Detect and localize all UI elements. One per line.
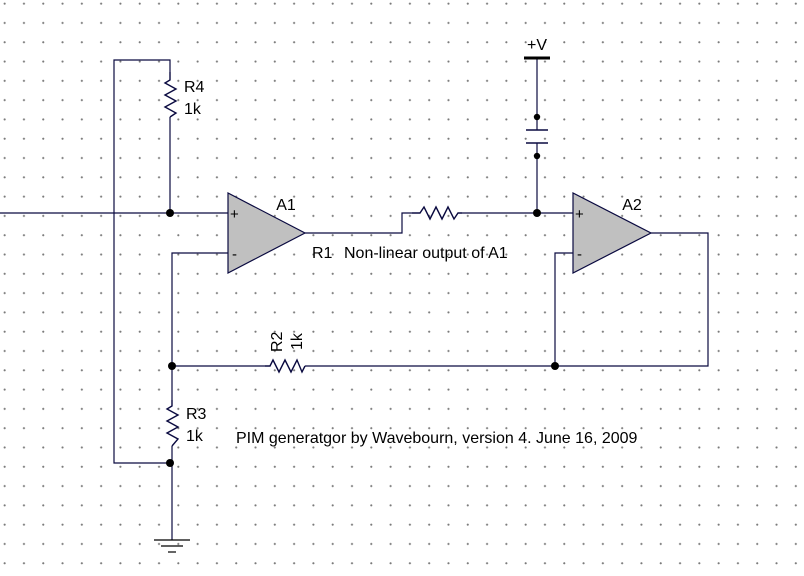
opamp-a1: [227, 192, 307, 274]
junction-feedback-right: [551, 362, 559, 370]
a1-minus-wire: [171, 252, 228, 366]
r4-value: 1k: [184, 101, 202, 118]
resistor-r1: [412, 205, 462, 221]
r3-value: 1k: [186, 428, 204, 445]
r1-name: R1: [312, 245, 333, 262]
caption: PIM generatgor by Wavebourn, version 4. …: [236, 430, 638, 447]
resistor-r4: [163, 72, 178, 118]
opamp-a1-label: A1: [276, 197, 296, 214]
r3-name: R3: [186, 406, 207, 423]
a2-minus-pin: -: [577, 246, 582, 263]
a2-plus-pin: +: [575, 206, 584, 223]
a1-plus-pin: +: [230, 206, 239, 223]
supply-label: +V: [527, 37, 547, 54]
capacitor-terminal-bottom: [533, 152, 541, 160]
junction-a2-plus: [533, 209, 541, 217]
opamp-a2: [572, 192, 653, 274]
junction-input: [166, 209, 174, 217]
capacitor-terminal-top: [533, 113, 541, 121]
left-loop-wire: [113, 59, 171, 464]
a1-minus-pin: -: [232, 246, 237, 263]
r2-name: R2: [269, 331, 286, 352]
resistor-r2: [265, 358, 306, 374]
a1-output-wire: [305, 212, 412, 234]
r2-value: 1k: [289, 332, 306, 350]
output-annotation: Non-linear output of A1: [344, 245, 508, 262]
resistor-r3: [165, 400, 180, 447]
a2-minus-wire: [554, 252, 573, 366]
junction-r3-bottom: [166, 459, 174, 467]
a2-output-wire: [555, 232, 709, 367]
r4-name: R4: [184, 79, 205, 96]
junction-feedback-left: [168, 362, 176, 370]
opamp-a2-label: A2: [622, 197, 642, 214]
